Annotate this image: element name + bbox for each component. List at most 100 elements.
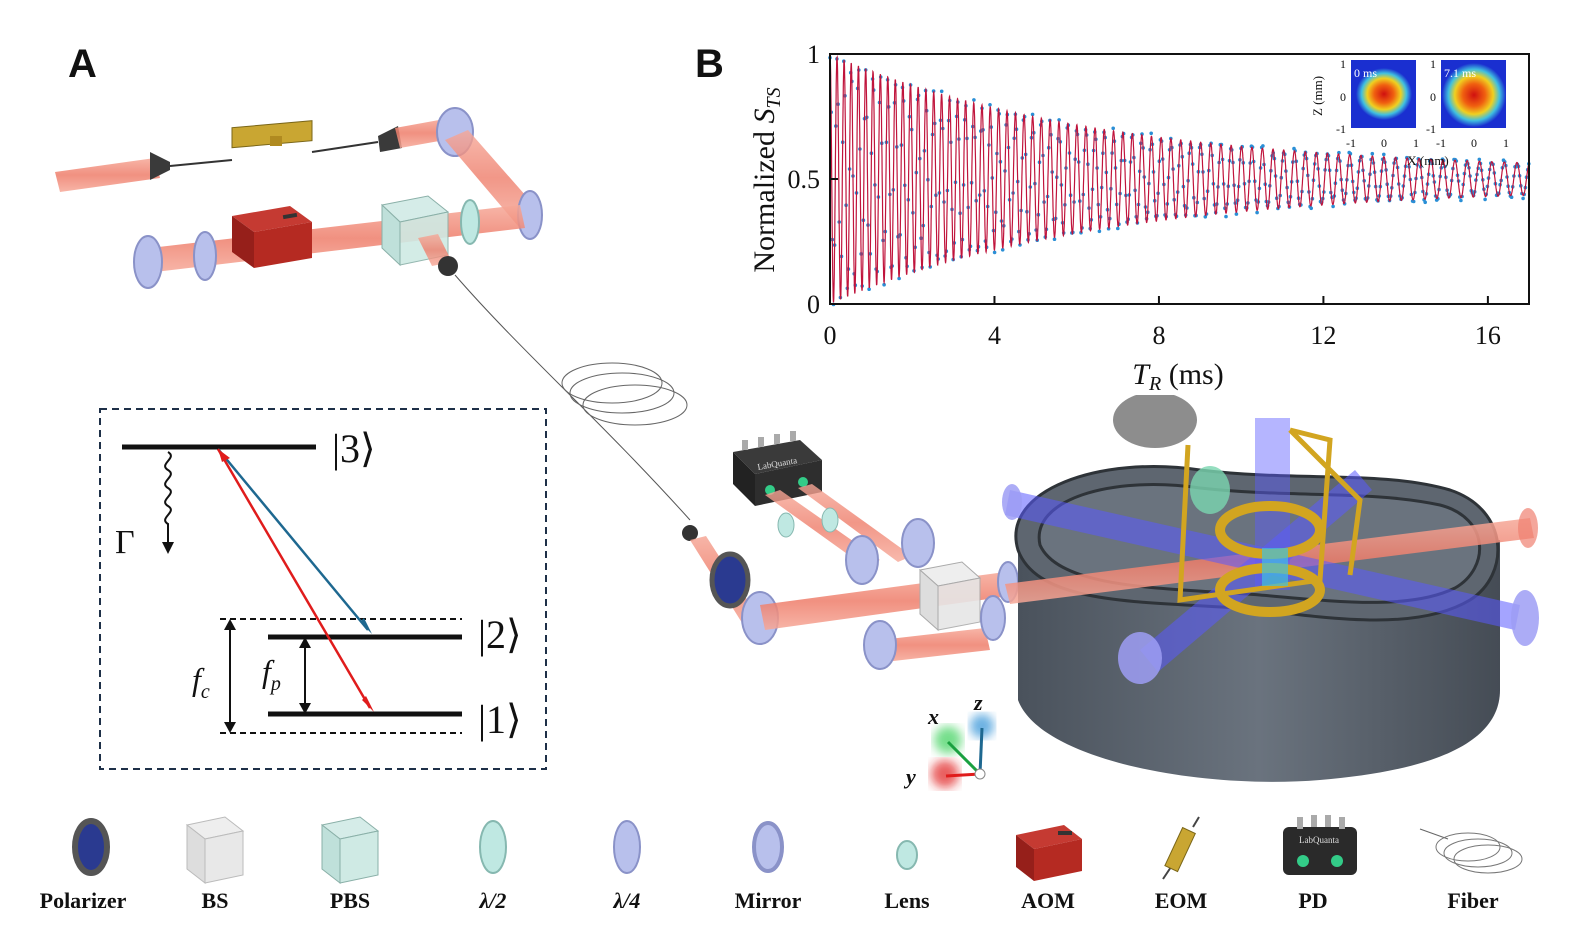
fit-curve xyxy=(829,53,1530,303)
fiber-icon xyxy=(1419,828,1523,874)
fiber-line xyxy=(454,274,691,521)
upper-optics-bench xyxy=(55,107,543,289)
y-tick-label: 1 xyxy=(807,40,820,69)
svg-text:LabQuanta: LabQuanta xyxy=(1299,835,1339,845)
svg-text:0: 0 xyxy=(1471,136,1477,150)
data-point xyxy=(1116,226,1120,231)
fiber-coupler-right xyxy=(378,126,402,152)
y-tick-label: 0.5 xyxy=(788,165,821,194)
data-point xyxy=(1057,118,1061,122)
axis-y-label: y xyxy=(903,764,916,789)
ket-2-label: |2⟩ xyxy=(478,612,522,657)
polarizer-icon xyxy=(72,818,110,876)
svg-text:0: 0 xyxy=(1340,90,1346,104)
chart-ylabel: Normalized STS xyxy=(748,87,785,272)
data-point xyxy=(1224,214,1228,219)
data-point xyxy=(1030,112,1035,117)
data-point xyxy=(1255,210,1259,215)
data-point xyxy=(1111,126,1115,131)
component-legend: Polarizer BS PBS λ/2 λ/4 Mirror Lens AOM… xyxy=(0,800,1577,934)
data-point xyxy=(1459,198,1463,203)
data-point xyxy=(1309,206,1313,211)
bs-cube-lower xyxy=(918,561,982,632)
fiber-coupler-down xyxy=(438,256,458,276)
chart-fit-line xyxy=(829,53,1530,303)
svg-text:7.1 ms: 7.1 ms xyxy=(1444,66,1476,80)
data-point xyxy=(1149,131,1153,136)
data-point xyxy=(1521,196,1525,201)
svg-text:-1: -1 xyxy=(1426,122,1436,136)
aom-icon xyxy=(1016,825,1082,881)
lower-optics-bench: LabQuanta xyxy=(682,431,1019,670)
data-point xyxy=(1382,152,1386,157)
svg-text:0 ms: 0 ms xyxy=(1354,66,1377,80)
fiber-coupler-left xyxy=(150,152,170,180)
data-point xyxy=(1370,151,1375,156)
axis-z-label: z xyxy=(973,690,983,715)
pbs-icon xyxy=(320,816,380,885)
half-wave-plate-icon xyxy=(479,820,507,874)
panel-a-label: A xyxy=(68,42,97,86)
x-tick-label: 8 xyxy=(1152,321,1165,350)
x-tick-label: 16 xyxy=(1475,321,1501,350)
data-point xyxy=(1261,144,1265,148)
data-point xyxy=(1483,197,1487,202)
axis-x-label: x xyxy=(927,704,939,729)
x-tick-label: 0 xyxy=(824,321,837,350)
quarter-wave-plate-icon xyxy=(613,820,641,874)
mirror-left xyxy=(133,235,163,289)
svg-text:-1: -1 xyxy=(1346,136,1356,150)
svg-text:0: 0 xyxy=(1381,136,1387,150)
lens-icon xyxy=(896,840,918,870)
svg-text:X (mm): X (mm) xyxy=(1407,153,1449,168)
ket-1-label: |1⟩ xyxy=(478,697,522,742)
data-point xyxy=(1000,248,1005,252)
axes-triad: x z y xyxy=(903,690,994,789)
svg-text:1: 1 xyxy=(1503,136,1509,150)
data-point xyxy=(1477,157,1482,162)
aom-device xyxy=(232,206,312,268)
energy-level-diagram: |3⟩ Γ |2⟩ |1⟩ fc fp xyxy=(99,408,547,770)
data-point xyxy=(1411,199,1416,204)
data-point xyxy=(931,89,936,93)
quarter-wave-plate-top xyxy=(193,231,217,281)
svg-text:1: 1 xyxy=(1430,57,1436,71)
data-point xyxy=(1097,229,1102,234)
svg-text:-1: -1 xyxy=(1436,136,1446,150)
data-point xyxy=(882,282,886,287)
data-point xyxy=(1234,212,1239,216)
chart-ticks: 0 4 8 12 16 0 0.5 1 xyxy=(788,40,1501,350)
x-tick-label: 12 xyxy=(1310,321,1336,350)
mirror-icon xyxy=(752,821,784,873)
data-point xyxy=(867,287,871,292)
x-tick-label: 4 xyxy=(988,321,1001,350)
svg-text:1: 1 xyxy=(1413,136,1419,150)
data-point xyxy=(972,98,976,102)
half-wave-plate-top xyxy=(460,199,480,245)
svg-text:0: 0 xyxy=(1430,90,1436,104)
data-point xyxy=(988,103,992,107)
svg-text:Z (mm): Z (mm) xyxy=(1310,76,1325,116)
data-point xyxy=(1331,204,1335,209)
inset-0ms: 0 ms 1 0 -1 -1 0 1 X (mm) Z (mm) xyxy=(1310,57,1449,168)
eom-icon xyxy=(1162,816,1200,880)
bs-icon xyxy=(185,816,245,885)
panel-b-label: B xyxy=(695,42,724,86)
data-point xyxy=(897,276,901,281)
data-point xyxy=(939,89,944,94)
eom-device xyxy=(231,120,313,149)
data-point xyxy=(1140,132,1144,136)
gamma-label: Γ xyxy=(115,524,135,561)
data-point xyxy=(1052,237,1057,241)
ket-3-label: |3⟩ xyxy=(332,426,376,471)
polarizer-lower xyxy=(709,551,751,609)
atom-chamber xyxy=(1002,392,1539,782)
inset-7ms: 7.1 ms 1 0 -1 -1 0 1 xyxy=(1426,57,1509,150)
data-point xyxy=(992,250,997,255)
svg-text:1: 1 xyxy=(1340,57,1346,71)
data-point xyxy=(1203,215,1208,219)
pd-icon: LabQuanta xyxy=(1283,815,1357,875)
data-point xyxy=(1423,200,1427,205)
